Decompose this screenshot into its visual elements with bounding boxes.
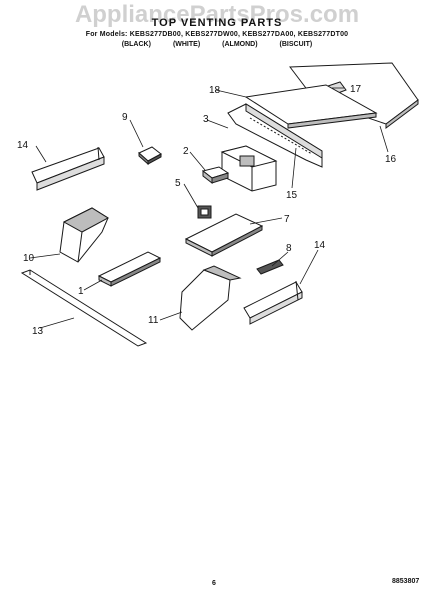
- part-blower-motor: [220, 145, 278, 192]
- variant-biscuit: (BISCUIT): [279, 41, 313, 48]
- variant-white: (WHITE): [172, 41, 201, 48]
- part-switch: [197, 205, 212, 219]
- variant-black: (BLACK): [121, 41, 151, 48]
- part-tray: [97, 251, 162, 287]
- models-line: For Models: KEBS277DB00, KEBS277DW00, KE…: [85, 31, 349, 38]
- part-duct: [59, 207, 109, 263]
- callout-9: 10: [23, 253, 35, 264]
- part-side-bracket-right: [243, 280, 303, 325]
- callout-7: 7: [284, 214, 290, 225]
- callout-8: 9: [122, 112, 128, 123]
- part-bracket-channel: [227, 103, 323, 168]
- part-base-plate: [184, 213, 264, 257]
- part-deflector: [179, 265, 242, 331]
- callout-15: 15: [286, 190, 298, 201]
- callout-1: 1: [78, 286, 84, 297]
- part-thermostat: [138, 146, 162, 166]
- callout-14a: 14: [17, 140, 29, 151]
- callout-17: 17: [350, 84, 362, 95]
- callout-11: 8: [286, 243, 292, 254]
- document-number: 8853807: [392, 578, 420, 585]
- callout-14b: 14: [314, 240, 326, 251]
- part-long-rail: [20, 269, 148, 347]
- callout-16: 16: [385, 154, 397, 165]
- diagram-title: TOP VENTING PARTS: [151, 17, 283, 29]
- page-number: 6: [212, 580, 216, 587]
- variant-almond: (ALMOND): [222, 41, 258, 48]
- callout-5: 5: [175, 178, 181, 189]
- callout-13: 13: [32, 326, 44, 337]
- color-variants: (BLACK) (WHITE) (ALMOND) (BISCUIT): [0, 41, 434, 48]
- callout-2: 2: [183, 146, 189, 157]
- part-terminal-block: [256, 259, 284, 275]
- callout-18: 18: [209, 85, 221, 96]
- part-side-bracket-left: [31, 146, 105, 191]
- callout-10: 11: [148, 315, 159, 326]
- part-block-2: [201, 166, 230, 185]
- callout-3: 3: [203, 114, 209, 125]
- part-panel-18: [244, 84, 378, 129]
